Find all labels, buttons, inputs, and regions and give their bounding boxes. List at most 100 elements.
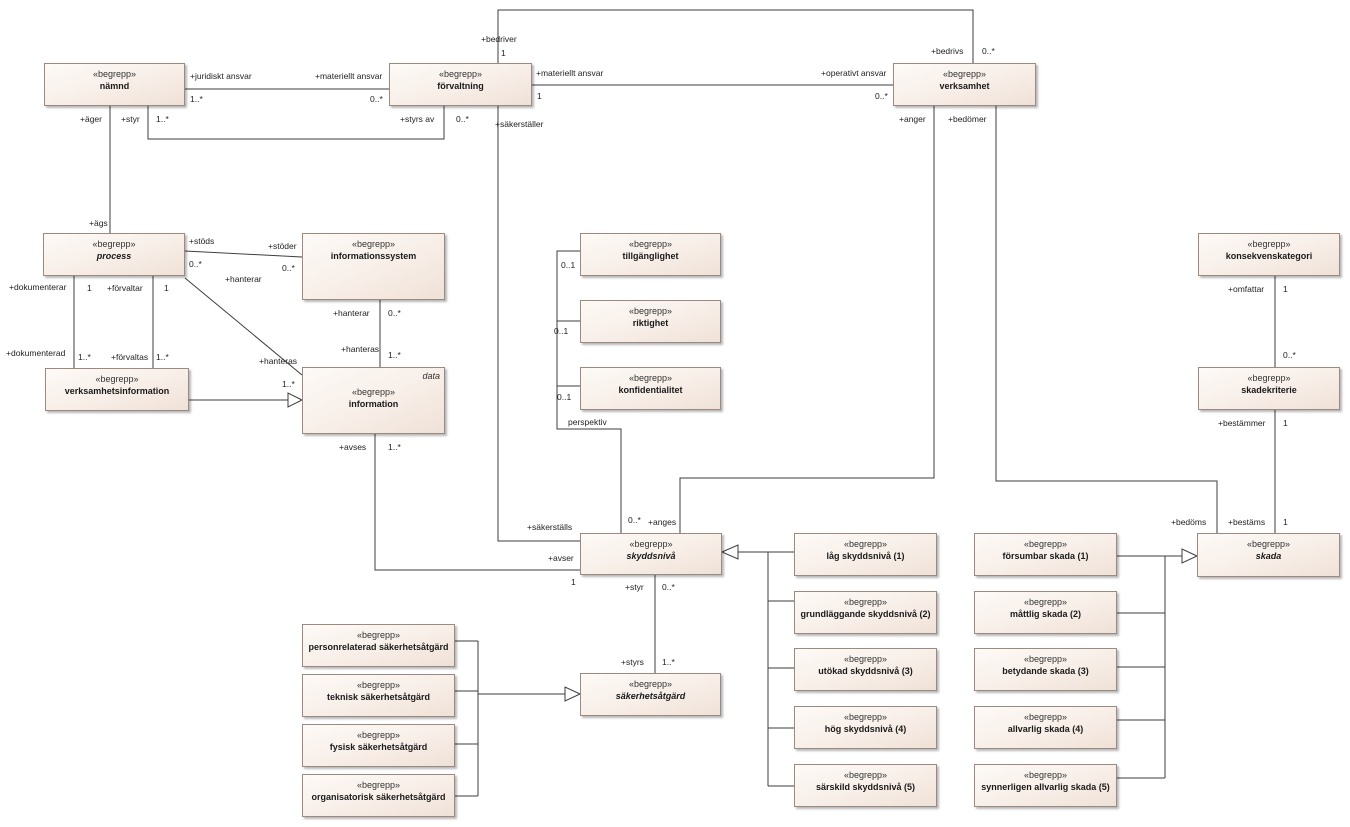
association-bedriver [497,9,974,63]
class-organisatorisk-sakerhetsatgard[interactable]: «begrepp» organisatorisk säkerhetsåtgärd [302,774,455,817]
role-label: +bestämmer [1218,418,1266,428]
role-label: +äger [80,114,102,124]
association-perspektiv [556,250,622,533]
class-skyddsniva[interactable]: «begrepp» skyddsnivå [580,533,722,575]
class-namnd[interactable]: «begrepp» nämnd [44,63,185,106]
class-skadekriterie[interactable]: «begrepp» skadekriterie [1198,367,1340,410]
class-skada[interactable]: «begrepp» skada [1197,533,1340,577]
role-label: +avser [548,553,574,563]
multiplicity-label: 1..* [388,350,401,360]
class-allvarlig-skada[interactable]: «begrepp» allvarlig skada (4) [974,706,1117,749]
stereotype-label: «begrepp» [351,387,396,397]
multiplicity-label: 0..* [875,91,888,101]
class-lag-skyddsniva[interactable]: «begrepp» låg skyddsnivå (1) [794,533,937,576]
stereotype-label: «begrepp» [843,712,888,722]
multiplicity-label: 0..* [982,46,995,56]
role-label: +hanterar [225,274,262,284]
association-hanterar-process [184,277,303,376]
class-name: information [348,399,399,409]
role-label: +förvaltar [107,283,143,293]
multiplicity-label: 1..* [662,657,675,667]
role-label: +bedömer [948,114,987,124]
class-mattlig-skada[interactable]: «begrepp» måttlig skada (2) [974,591,1117,634]
class-teknisk-sakerhetsatgard[interactable]: «begrepp» teknisk säkerhetsåtgärd [302,674,455,717]
class-synnerligen-allvarlig-skada[interactable]: «begrepp» synnerligen allvarlig skada (5… [974,764,1117,807]
class-name: skadekriterie [1241,385,1297,395]
stereotype-label: «begrepp» [356,630,401,640]
class-fysisk-sakerhetsatgard[interactable]: «begrepp» fysisk säkerhetsåtgärd [302,724,455,767]
role-label: +bedriver [481,34,517,44]
multiplicity-label: 0..* [628,515,641,525]
class-name: informationssystem [330,251,417,261]
stereotype-label: «begrepp» [1023,654,1068,664]
class-name: säkerhetsåtgärd [615,691,686,701]
role-label: +anges [648,517,677,527]
class-sakerhetsatgard[interactable]: «begrepp» säkerhetsåtgärd [580,673,721,716]
stereotype-label: «begrepp» [1023,539,1068,549]
multiplicity-label: 1..* [190,94,203,104]
stereotype-label: «begrepp» [1023,712,1068,722]
multiplicity-label: 0..* [388,308,401,318]
class-hog-skyddsniva[interactable]: «begrepp» hög skyddsnivå (4) [794,706,937,749]
class-name: fysisk säkerhetsåtgärd [329,742,428,752]
stereotype-label: «begrepp» [92,239,136,249]
generalization-arrow-information [287,392,304,408]
class-name: personrelaterad säkerhetsåtgärd [308,642,449,652]
class-name: tillgänglighet [622,251,679,261]
class-name: hög skyddsnivå (4) [824,724,907,734]
class-verksamhetsinformation[interactable]: «begrepp» verksamhetsinformation [45,368,189,411]
class-riktighet[interactable]: «begrepp» riktighet [580,300,721,343]
class-informationssystem[interactable]: «begrepp» informationssystem [302,233,445,300]
role-label: +bedrivs [931,46,964,56]
stereotype-label: «begrepp» [1246,539,1291,549]
class-forvaltning[interactable]: «begrepp» förvaltning [389,63,532,106]
class-name: process [96,251,132,261]
role-label: +styr [625,582,644,592]
generalization-arrow-skada [1181,548,1199,564]
role-label: +stöds [189,236,215,246]
stereotype-label: «begrepp» [843,539,888,549]
class-verksamhet[interactable]: «begrepp» verksamhet [893,63,1036,106]
association-stods [184,250,303,258]
multiplicity-label: 1..* [282,379,295,389]
stereotype-label: «begrepp» [843,654,888,664]
class-name: verksamhetsinformation [64,386,170,396]
class-konfidentialitet[interactable]: «begrepp» konfidentialitet [580,367,721,410]
class-grundlaggande-skyddsniva[interactable]: «begrepp» grundläggande skyddsnivå (2) [794,591,937,634]
multiplicity-label: 0..1 [557,392,572,402]
generalization-arrow-skyddsniva [720,544,739,560]
association-avser [374,434,580,571]
class-information[interactable]: data «begrepp» information [302,367,445,434]
role-label: +hanterar [333,308,370,318]
stereotype-label: «begrepp» [356,730,401,740]
class-betydande-skada[interactable]: «begrepp» betydande skada (3) [974,648,1117,691]
stereotype-label: «begrepp» [628,306,673,316]
multiplicity-label: 0..* [662,582,675,592]
class-personrelaterad-sakerhetsatgard[interactable]: «begrepp» personrelaterad säkerhetsåtgär… [302,624,455,667]
multiplicity-label: 1 [537,91,542,101]
multiplicity-label: 0..1 [554,326,569,336]
class-tillganglighet[interactable]: «begrepp» tillgänglighet [580,233,721,276]
stereotype-label: «begrepp» [351,239,396,249]
class-process[interactable]: «begrepp» process [43,233,185,276]
role-label: +bestäms [1228,517,1266,527]
class-name: förvaltning [437,81,484,91]
class-konsekvenskategori[interactable]: «begrepp» konsekvenskategori [1198,233,1340,276]
class-name: allvarlig skada (4) [1007,724,1084,734]
role-label: +anger [899,114,926,124]
class-name: måttlig skada (2) [1009,609,1082,619]
stereotype-label: «begrepp» [628,679,673,689]
class-forsumbar-skada[interactable]: «begrepp» försumbar skada (1) [974,533,1117,576]
stereotype-label: «begrepp» [1023,770,1068,780]
class-name: nämnd [99,81,130,91]
class-sarskild-skyddsniva[interactable]: «begrepp» särskild skyddsnivå (5) [794,764,937,807]
class-tag: data [422,371,440,381]
stereotype-label: «begrepp» [628,239,673,249]
class-name: synnerligen allvarlig skada (5) [981,782,1110,792]
class-utokad-skyddsniva[interactable]: «begrepp» utökad skyddsnivå (3) [794,648,937,691]
role-label: +stöder [268,241,297,251]
role-label: +förvaltas [111,352,149,362]
stereotype-label: «begrepp» [1023,597,1068,607]
